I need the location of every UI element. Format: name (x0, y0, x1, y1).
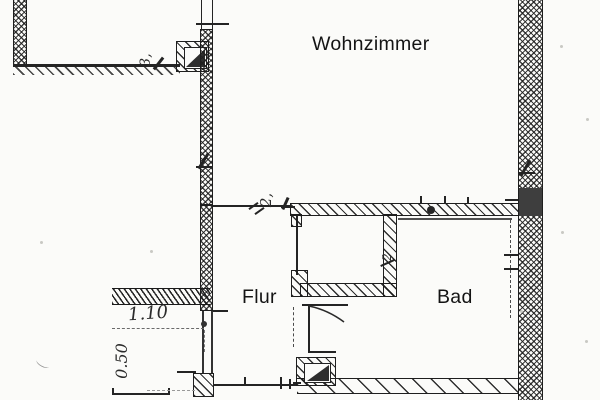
dimension-tick-living-top (196, 23, 229, 25)
entry-tick-3 (289, 379, 291, 389)
bad-door-leaf-dashed (293, 307, 294, 347)
scan-speck-1 (560, 45, 563, 48)
wall-right-solid-block (519, 188, 542, 216)
entry-tick-1 (244, 377, 246, 386)
survey-tick-bad-3 (467, 197, 469, 204)
room-label-flur: Flur (242, 286, 277, 308)
room-label-bad: Bad (437, 286, 473, 308)
hall-door-reveal-left (202, 311, 204, 373)
dimension-dot-corridor (201, 321, 207, 327)
survey-tick-bad-2 (444, 196, 446, 204)
bad-door-frame-bottom (308, 351, 336, 353)
wall-hall-left (200, 205, 213, 311)
dimension-bracket-end-right (168, 388, 170, 395)
dimension-text-corridor-depth: 0.50 (112, 343, 131, 379)
shaft-stub-top-left (291, 214, 302, 227)
bad-inner-line-top (398, 218, 512, 220)
dimension-text-shaft: 2 (380, 253, 394, 261)
scan-speck-2 (586, 118, 589, 121)
scan-speck-4 (40, 241, 43, 244)
wall-room-top-left-bottom-line (13, 64, 180, 67)
hall-door-reveal-right (211, 311, 213, 373)
room-label-wohnzimmer: Wohnzimmer (312, 33, 430, 55)
scan-speck-3 (561, 231, 564, 234)
entry-threshold-line (213, 384, 297, 386)
bad-door-swing-arc (308, 305, 345, 323)
scan-speck-5 (150, 250, 153, 253)
shaft-left-line (296, 215, 298, 275)
bad-inner-tick-1 (504, 254, 518, 256)
chimney-flue-triangle-bottom (307, 365, 329, 381)
dimension-bracket-end-left (112, 388, 114, 395)
dimension-text-top-wall: 3, (138, 53, 154, 67)
wall-south (297, 378, 518, 394)
wall-bad-north (290, 203, 520, 216)
scan-squiggle (35, 357, 51, 370)
dimension-tick-bad-corner (505, 199, 518, 201)
shaft-wall-bottom (300, 283, 397, 297)
bad-inner-tick-2 (504, 268, 518, 270)
door-note-line (281, 206, 295, 208)
scan-faint-line (147, 390, 195, 391)
wall-exterior-left (13, 0, 27, 66)
pier-entry (193, 373, 214, 397)
dimension-dashes-corridor (204, 330, 205, 352)
wall-corridor-south (112, 288, 210, 305)
hall-door-tick-bottom (177, 371, 196, 373)
dimension-tick-living-mid (196, 166, 213, 168)
door-note-tick (281, 196, 290, 211)
dimension-text-living-door: 2, (257, 192, 275, 208)
survey-tick-bad-1 (420, 196, 422, 204)
bad-door-frame-top (302, 304, 348, 306)
hall-door-tick-top (213, 310, 228, 312)
dimension-text-corridor-width: 1.10 (127, 301, 169, 326)
survey-dot-bad (427, 206, 435, 214)
dimension-line-corridor (112, 328, 204, 329)
entry-tick-2 (280, 377, 282, 389)
wall-living-left-upper (201, 0, 213, 30)
wall-living-left (200, 29, 213, 205)
bad-door-jamb (308, 304, 310, 353)
scan-speck-6 (585, 340, 588, 343)
wall-room-top-left-bottom-hatch (13, 67, 180, 75)
scan-speck-7 (520, 310, 523, 313)
dimension-bracket-depth (112, 393, 170, 395)
dimension-tick-right (519, 172, 535, 174)
